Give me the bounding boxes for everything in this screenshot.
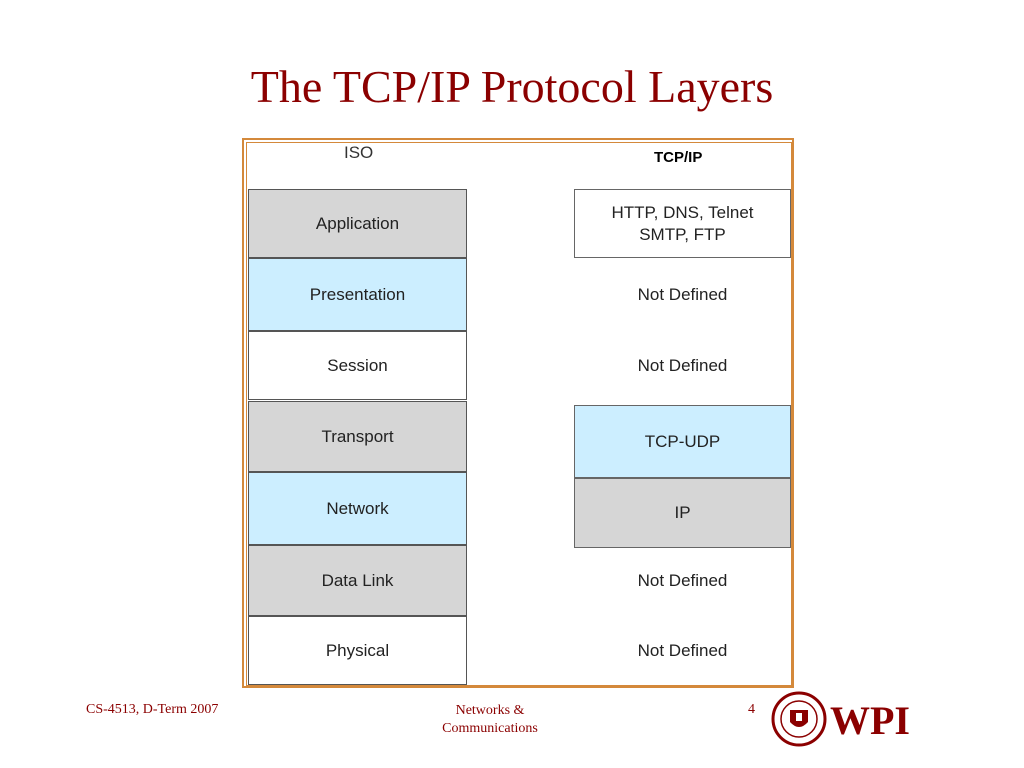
- wpi-seal-icon: WPI: [771, 691, 910, 747]
- iso-layer-session: Session: [248, 331, 467, 400]
- wpi-logo: WPI: [770, 690, 920, 748]
- diagram-frame-outer: [242, 138, 794, 688]
- tcpip-layer-application: HTTP, DNS, Telnet SMTP, FTP: [574, 189, 791, 258]
- wpi-logo-text: WPI: [830, 698, 910, 743]
- tcpip-layer-session: Not Defined: [637, 355, 728, 375]
- tcpip-column-header: TCP/IP: [654, 149, 703, 166]
- iso-layer-data-link: Data Link: [248, 545, 467, 616]
- footer-course: CS-4513, D-Term 2007: [86, 702, 219, 717]
- footer-topic: Networks & Communications: [442, 703, 538, 737]
- tcpip-layer-network: IP: [574, 478, 791, 548]
- tcpip-layer-presentation: Not Defined: [637, 284, 728, 304]
- tcpip-layer-physical: Not Defined: [637, 640, 728, 660]
- iso-layer-physical: Physical: [248, 616, 467, 685]
- tcpip-layer-transport: TCP-UDP: [574, 405, 791, 478]
- tcpip-layer-data-link: Not Defined: [637, 570, 728, 590]
- iso-layer-application: Application: [248, 189, 467, 258]
- slide-number: 4: [748, 702, 755, 717]
- iso-layer-transport: Transport: [248, 401, 467, 472]
- iso-layer-network: Network: [248, 472, 467, 545]
- iso-column-header: ISO: [344, 143, 374, 162]
- iso-layer-presentation: Presentation: [248, 258, 467, 331]
- slide-title: The TCP/IP Protocol Layers: [250, 61, 774, 112]
